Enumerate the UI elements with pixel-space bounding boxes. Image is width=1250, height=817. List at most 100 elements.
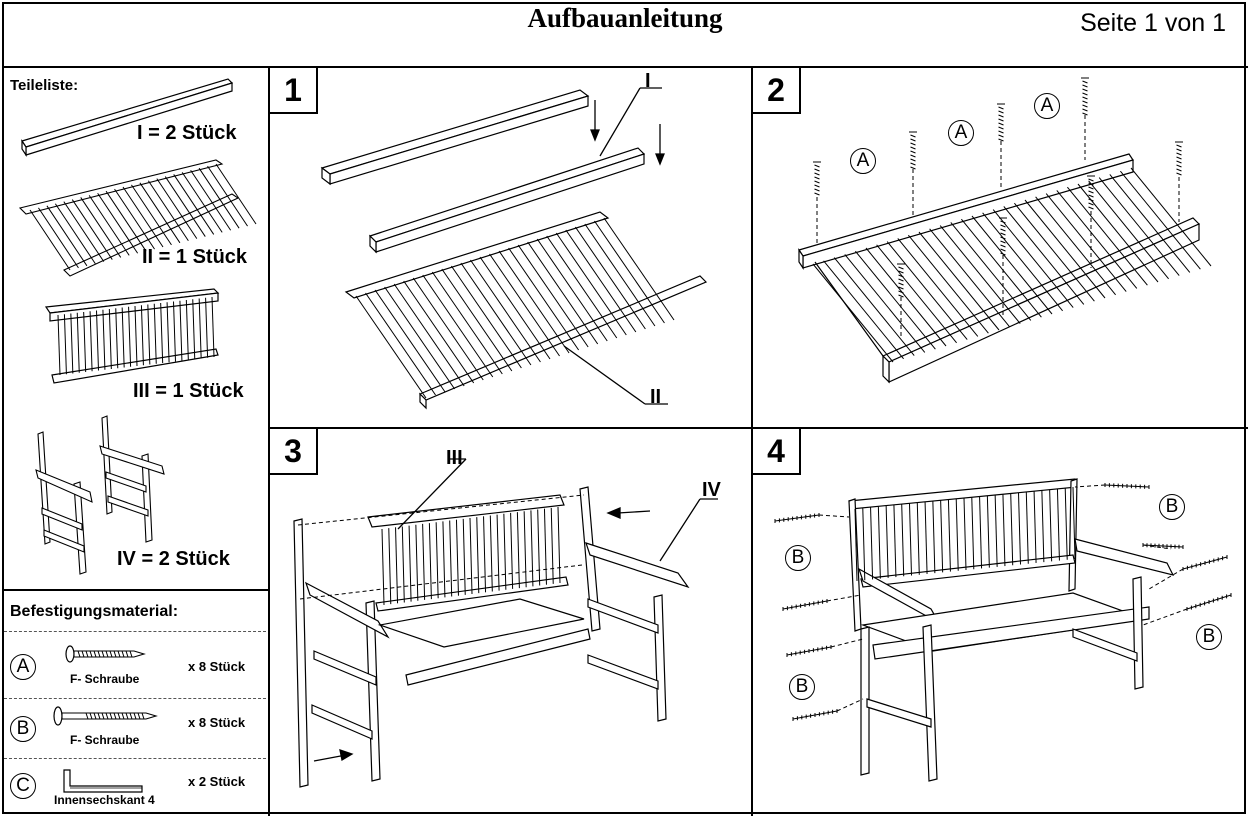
drawing-line <box>498 250 570 354</box>
drawing-line <box>814 192 820 196</box>
step-3-callout-iii: III <box>446 447 463 469</box>
step-3-number: 3 <box>270 429 318 475</box>
drawing-line <box>527 241 599 345</box>
drawing-line <box>122 186 164 248</box>
step-3-callout-iv: IV <box>702 479 721 501</box>
drawing-line <box>1072 486 1076 560</box>
drawing-line <box>897 238 979 337</box>
drawing-line <box>1176 168 1182 172</box>
drawing-line <box>998 126 1004 130</box>
drawing-line <box>192 299 196 360</box>
page-number: Seite 1 von 1 <box>1080 9 1226 37</box>
drawing-line <box>998 134 1004 138</box>
drawing-line <box>862 508 866 581</box>
parts-hardware-divider <box>2 589 269 591</box>
drawing-line <box>870 507 874 580</box>
drawing-line <box>166 302 170 363</box>
hardware-c-badge: C <box>10 773 36 799</box>
drawing-line <box>898 294 904 298</box>
parts-heading: Teileliste: <box>10 77 79 94</box>
drawing-line <box>83 311 87 373</box>
part-iii-label: III = 1 Stück <box>133 380 244 402</box>
drawing-line <box>139 182 181 244</box>
drawing-line <box>38 207 79 269</box>
part-i-drawing <box>21 78 234 157</box>
drawing-line <box>898 286 904 290</box>
drawing-line <box>854 508 858 582</box>
drawing-line <box>1000 244 1006 248</box>
drawing-line <box>489 253 560 357</box>
drawing-line <box>940 500 944 573</box>
drawing-line <box>523 511 527 588</box>
drawing-line <box>508 247 580 351</box>
drawing-line <box>886 241 968 340</box>
step-1-callout-ii: II <box>650 386 662 408</box>
drawing-line <box>1067 186 1148 286</box>
drawing-line <box>442 521 446 598</box>
drawing-line <box>1064 487 1068 560</box>
drawing-line <box>537 509 541 586</box>
drawing-line <box>128 306 132 367</box>
drawing-line <box>603 217 675 321</box>
drawing-line <box>947 499 951 572</box>
drawing-line <box>1045 193 1127 292</box>
drawing-line <box>814 168 820 172</box>
drawing-line <box>1000 228 1006 232</box>
drawing-line <box>910 166 916 170</box>
drawing-line <box>113 712 117 720</box>
drawing-line <box>1176 144 1182 148</box>
drawing-line <box>63 314 67 375</box>
drawing-line <box>205 297 209 358</box>
drawing-line <box>381 528 385 606</box>
drawing-line <box>546 235 618 339</box>
drawing-line <box>574 226 646 330</box>
drawing-line <box>1056 190 1138 289</box>
hardware-a-qty: x 8 Stück <box>188 659 246 674</box>
hardware-divider <box>4 698 266 699</box>
drawing-line <box>986 495 990 568</box>
drawing-line <box>998 110 1004 114</box>
drawing-line <box>998 118 1004 122</box>
drawing-line <box>1142 608 1188 626</box>
drawing-line <box>1082 92 1088 96</box>
drawing-line <box>140 305 144 366</box>
drawing-line <box>89 311 93 372</box>
drawing-line <box>557 506 561 584</box>
drawing-line <box>1082 104 1088 108</box>
drawing-line <box>422 274 494 378</box>
drawing-line <box>105 650 109 658</box>
drawing-line <box>510 512 514 589</box>
drawing-line <box>160 302 164 364</box>
drawing-line <box>885 505 889 578</box>
hardware-b-qty: x 8 Stück <box>188 715 246 730</box>
drawing-line <box>1074 484 1106 488</box>
drawing-line <box>1035 196 1116 296</box>
drawing-line <box>1002 494 1006 567</box>
drawing-line <box>516 512 520 589</box>
drawing-line <box>536 238 608 342</box>
drawing-line <box>207 165 248 227</box>
drawing-line <box>403 280 475 384</box>
drawing-line <box>114 188 155 250</box>
drawing-line <box>543 508 547 585</box>
drawing-line <box>470 259 541 363</box>
step-2-callout-a: A <box>948 120 974 146</box>
drawing-line <box>833 257 915 356</box>
drawing-line <box>54 203 96 265</box>
hardware-c-name: Innensechskant 4 <box>54 793 155 807</box>
drawing-line <box>412 277 484 381</box>
drawing-line <box>384 286 456 390</box>
drawing-line <box>1176 156 1182 160</box>
drawing-line <box>211 296 215 358</box>
drawing-line <box>109 712 113 720</box>
drawing-line <box>374 289 446 393</box>
drawing-line <box>1033 490 1037 563</box>
drawing-line <box>129 712 133 720</box>
drawing-line <box>198 298 202 359</box>
drawing-line <box>147 304 151 365</box>
drawing-line <box>164 176 206 237</box>
drawing-line <box>113 650 117 658</box>
drawing-line <box>814 172 820 176</box>
drawing-line <box>1088 198 1094 202</box>
drawing-line <box>1130 167 1212 267</box>
